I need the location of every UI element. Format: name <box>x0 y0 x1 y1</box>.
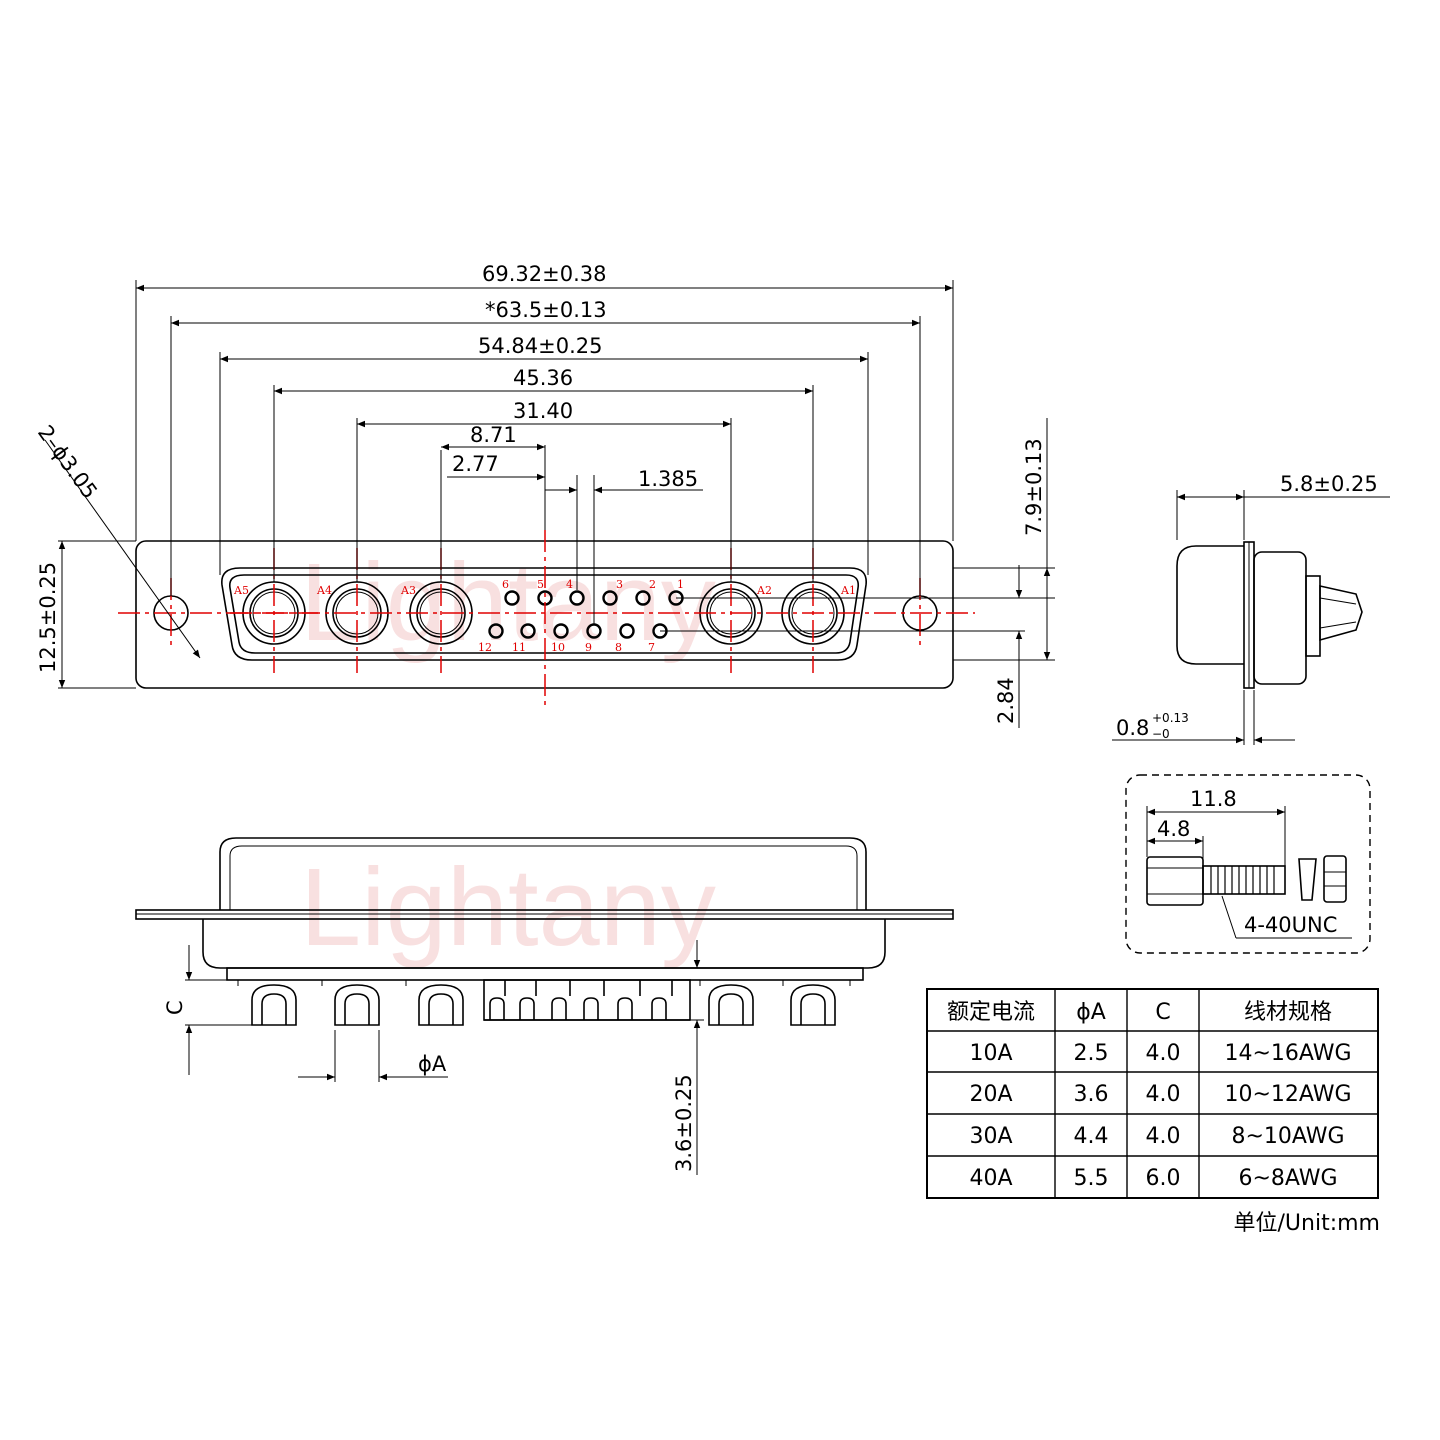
table-cell: 5.5 <box>1074 1166 1109 1191</box>
spec-table: 额定电流 ϕA C 线材规格 10A 2.5 4.0 14~16AWG 20A … <box>926 988 1379 1199</box>
detail-box <box>1125 774 1371 954</box>
label-pin-1: 1 <box>677 578 684 591</box>
dim-pitch: 1.385 <box>638 467 698 491</box>
dim-inner-contacts: 31.40 <box>513 399 573 423</box>
table-cell: 3.6 <box>1074 1082 1109 1107</box>
dim-row-offset: 7.9±0.13 <box>1022 438 1046 536</box>
hex-standoff <box>1146 856 1204 906</box>
table-cell: 6.0 <box>1146 1166 1181 1191</box>
insert-base <box>226 967 864 981</box>
dim-holes: 2–ϕ3.05 <box>33 421 102 503</box>
screw-detail: 11.8 4.8 4-40UNC <box>1125 774 1371 954</box>
dim-tail-len: 3.6±0.25 <box>672 1074 696 1172</box>
dim-screw-len: 11.8 <box>1190 787 1237 811</box>
dim-flange-tol-minus: −0 <box>1152 727 1170 741</box>
large-tails <box>251 984 836 1026</box>
dim-hex-len: 4.8 <box>1157 817 1190 841</box>
dim-flange-tol-plus: +0.13 <box>1152 711 1189 725</box>
label-pin-5: 5 <box>537 578 544 591</box>
screw-thread <box>1202 865 1286 895</box>
dim-height: 12.5±0.25 <box>36 562 60 673</box>
lock-washer <box>1298 858 1317 901</box>
table-cell: 4.0 <box>1146 1082 1181 1107</box>
side-tail-holder <box>1305 575 1321 657</box>
table-cell: 20A <box>969 1082 1012 1107</box>
label-A5: A5 <box>233 584 249 597</box>
dim-shell-width: 54.84±0.25 <box>478 334 602 358</box>
label-A3: A3 <box>400 584 416 597</box>
table-header-current: 额定电流 <box>947 1000 1035 1025</box>
label-pin-4: 4 <box>566 578 573 591</box>
watermark-side: Lightany <box>300 846 716 969</box>
signal-tails <box>483 979 691 1021</box>
bottom-view: C ϕA 3.6±0.25 <box>135 837 954 1175</box>
table-header-phiA: ϕA <box>1076 1000 1106 1025</box>
shell-outline-outer <box>221 567 867 661</box>
label-pin-6: 6 <box>502 578 509 591</box>
label-pin-10: 10 <box>551 641 565 654</box>
table-cell: 2.5 <box>1074 1041 1109 1066</box>
table-cell: 4.0 <box>1146 1124 1181 1149</box>
table-cell: 6~8AWG <box>1238 1166 1337 1191</box>
label-A4: A4 <box>316 584 332 597</box>
dim-flange-thk: 0.8 <box>1116 716 1149 740</box>
dim-overall-width: 69.32±0.38 <box>482 262 606 286</box>
table-cell: 8~10AWG <box>1231 1124 1344 1149</box>
label-A2: A2 <box>756 584 772 597</box>
shell-outline-inner <box>228 574 860 654</box>
table-cell: 30A <box>969 1124 1012 1149</box>
dim-d1: 8.71 <box>470 423 517 447</box>
label-pin-7: 7 <box>648 641 655 654</box>
side-view: 5.8±0.25 0.8 +0.13 −0 <box>1112 472 1390 745</box>
label-pin-12: 12 <box>478 641 492 654</box>
unit-note: 单位/Unit:mm <box>1234 1211 1380 1236</box>
extension-lines <box>58 280 1055 689</box>
label-A1: A1 <box>840 584 856 597</box>
label-pin-8: 8 <box>615 641 622 654</box>
table-cell: 10~12AWG <box>1224 1082 1351 1107</box>
dim-thread: 4-40UNC <box>1244 913 1337 937</box>
hex-nut <box>1323 855 1347 903</box>
label-pin-2: 2 <box>649 578 656 591</box>
dim-row-gap: 2.84 <box>994 677 1018 724</box>
table-cell: 10A <box>969 1041 1012 1066</box>
label-pin-9: 9 <box>585 641 592 654</box>
table-cell: 4.4 <box>1074 1124 1109 1149</box>
label-pin-3: 3 <box>616 578 623 591</box>
dim-phiA: ϕA <box>418 1052 447 1076</box>
label-pin-11: 11 <box>512 641 526 654</box>
table-cell: 40A <box>969 1166 1012 1191</box>
table-header-c: C <box>1155 1000 1170 1025</box>
side-shell <box>1176 545 1244 665</box>
signal-pins <box>488 590 684 639</box>
side-body <box>1253 551 1307 685</box>
dim-c: C <box>163 1000 187 1015</box>
table-cell: 4.0 <box>1146 1041 1181 1066</box>
dimension-lines <box>44 284 1051 728</box>
dim-depth: 5.8±0.25 <box>1280 472 1378 496</box>
side-tail <box>1319 585 1363 642</box>
dim-mounting-pitch: *63.5±0.13 <box>485 298 607 322</box>
dim-outer-contacts: 45.36 <box>513 366 573 390</box>
body-top <box>219 837 867 910</box>
dim-d2: 2.77 <box>452 452 499 476</box>
table-header-wire: 线材规格 <box>1244 1000 1332 1025</box>
table-cell: 14~16AWG <box>1224 1041 1351 1066</box>
